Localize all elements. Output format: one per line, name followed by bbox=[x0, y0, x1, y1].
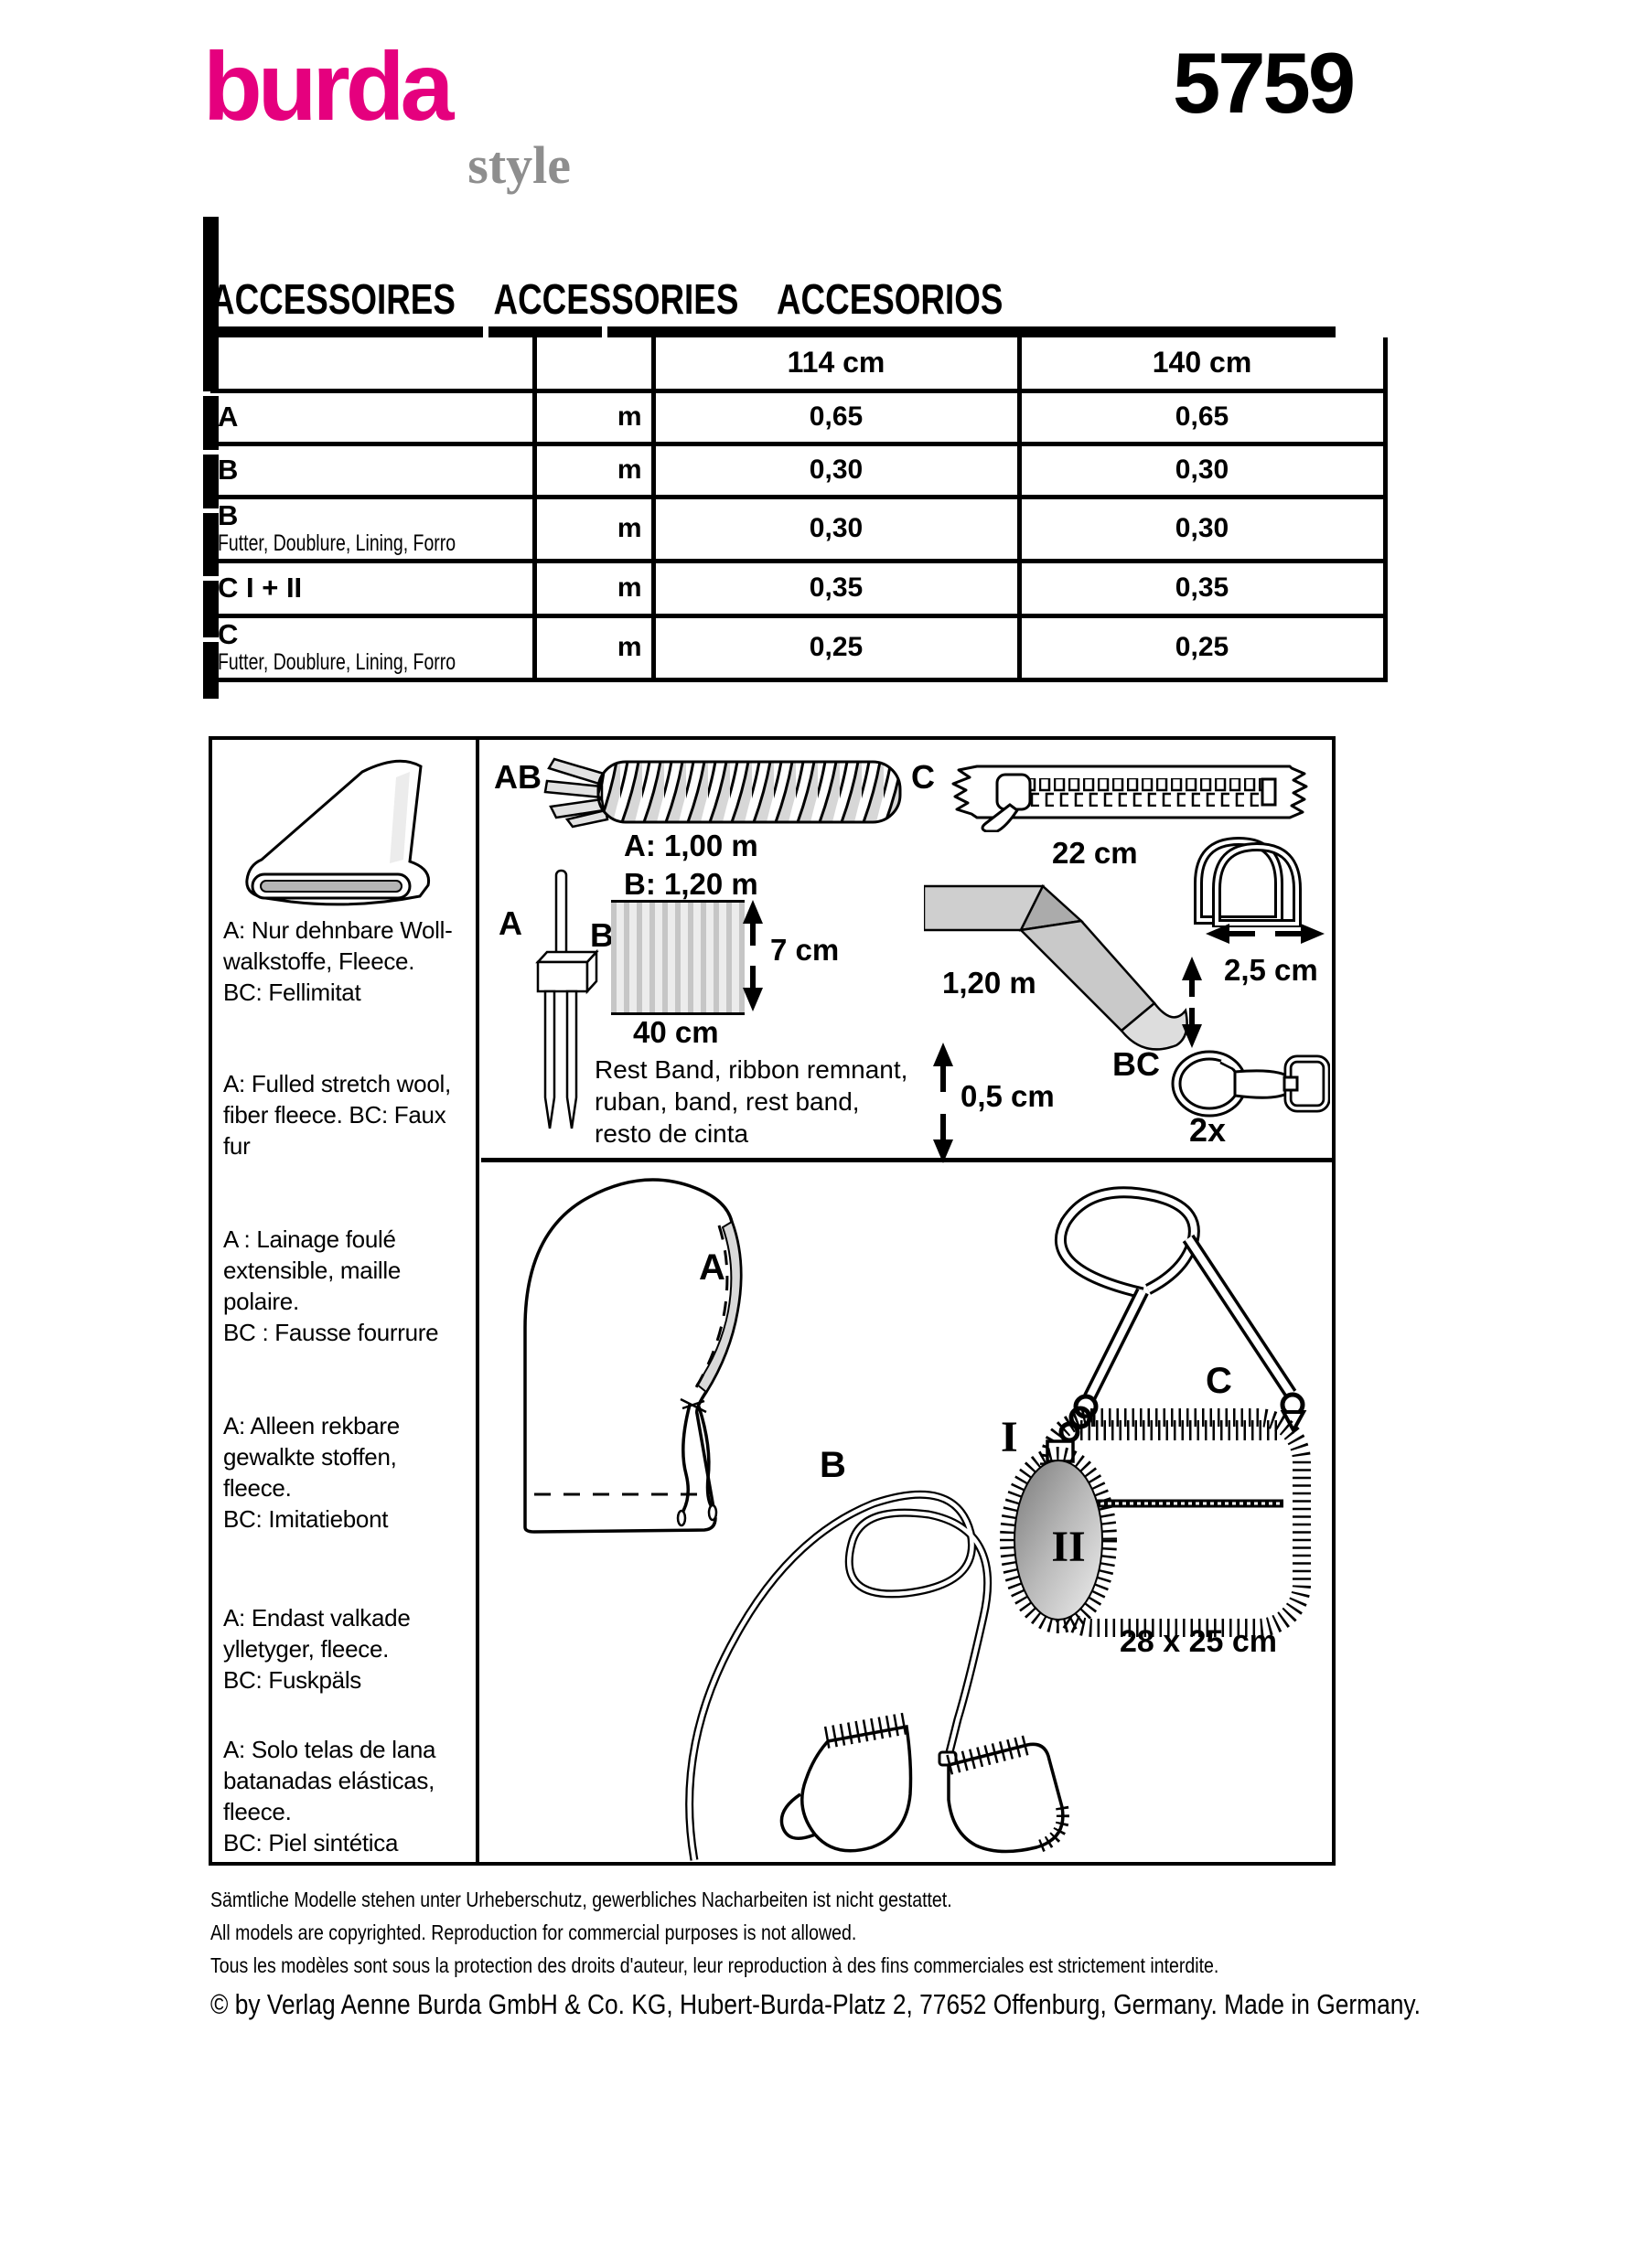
heading-word-de: ACCESSOIRES bbox=[210, 274, 456, 332]
diagram-panel-divider bbox=[481, 1158, 1334, 1162]
table-top-rule-gap bbox=[602, 326, 607, 337]
zipper-icon bbox=[951, 765, 1308, 832]
row-value-140: 0,35 bbox=[1016, 558, 1388, 618]
row-value-114: 0,25 bbox=[650, 613, 1022, 682]
fabric-note-nl: A: Alleen rekbare gewalkte stoffen, flee… bbox=[223, 1412, 400, 1533]
row-value-140: 0,30 bbox=[1016, 494, 1388, 563]
table-row: B m 0,30 0,30 bbox=[210, 441, 1388, 499]
bag-view-1-label: I bbox=[1001, 1413, 1018, 1461]
turning-needle-icon bbox=[535, 869, 599, 1129]
bag-view-label: C bbox=[1206, 1361, 1232, 1401]
table-row: C I + II m 0,35 0,35 bbox=[210, 558, 1388, 618]
band-note: Rest Band, ribbon remnant, ruban, band, … bbox=[595, 1055, 908, 1148]
cord-length-b: B: 1,20 m bbox=[624, 867, 758, 901]
copyright-note-fr: Tous les modèles sont sous la protection… bbox=[210, 1953, 1219, 1977]
copyright-note-en: All models are copyrighted. Reproduction… bbox=[210, 1920, 857, 1944]
row-unit: m bbox=[531, 494, 656, 563]
row-value-140: 0,30 bbox=[1016, 441, 1388, 499]
narrow-band-width: 0,5 cm bbox=[961, 1079, 1055, 1113]
section-heading: ACCESSOIRES ACCESSORIES ACCESORIOS bbox=[210, 274, 1041, 332]
hook-pointer-arrow-icon bbox=[1182, 957, 1202, 1048]
fabric-requirements-table: 114 cm 140 cm A m 0,65 0,65 B m 0,30 0,3… bbox=[210, 337, 1388, 682]
hood-view-label: A bbox=[699, 1247, 725, 1288]
row-label: B bbox=[218, 453, 239, 486]
hook-label: BC bbox=[1112, 1045, 1160, 1083]
fabric-note-fr: A : Lainage foulé extensible, maille pol… bbox=[223, 1225, 439, 1346]
twisted-cord-icon bbox=[543, 757, 902, 829]
row-label: C I + II bbox=[218, 571, 303, 604]
table-top-rule bbox=[210, 326, 1336, 337]
dring-width-arrow-icon bbox=[1206, 924, 1325, 944]
row-value-114: 0,35 bbox=[650, 558, 1022, 618]
row-value-140: 0,65 bbox=[1016, 388, 1388, 446]
table-row: A m 0,65 0,65 bbox=[210, 388, 1388, 446]
snap-hook-icon bbox=[1171, 1050, 1330, 1118]
dring-width: 2,5 cm bbox=[1224, 953, 1318, 987]
hood-drawing bbox=[523, 1178, 743, 1534]
row-value-140: 0,25 bbox=[1016, 613, 1388, 682]
row-label: B bbox=[218, 499, 239, 532]
ribbon-length: 1,20 m bbox=[942, 966, 1036, 1000]
row-label: C bbox=[218, 618, 239, 651]
row-unit: m bbox=[531, 441, 656, 499]
table-header-empty bbox=[210, 337, 537, 393]
ribbed-band-icon bbox=[611, 900, 745, 1015]
publisher-copyright: © by Verlag Aenne Burda GmbH & Co. KG, H… bbox=[210, 1988, 1421, 2020]
fabric-note-es: A: Solo telas de lana batanadas elástica… bbox=[223, 1736, 436, 1856]
row-unit: m bbox=[531, 388, 656, 446]
bag-view-2-label: II bbox=[1051, 1523, 1086, 1571]
band-height: 7 cm bbox=[770, 933, 840, 967]
table-header-114: 114 cm bbox=[650, 337, 1022, 393]
cord-label: AB bbox=[494, 758, 542, 796]
table-header-empty bbox=[531, 337, 656, 393]
row-sublabel: Futter, Doublure, Lining, Forro bbox=[218, 649, 456, 676]
zipper-label: C bbox=[911, 758, 935, 796]
mittens-view-label: B bbox=[820, 1445, 846, 1485]
table-header-140: 140 cm bbox=[1016, 337, 1388, 393]
hook-quantity: 2x bbox=[1189, 1111, 1227, 1149]
table-header-row: 114 cm 140 cm bbox=[210, 337, 1388, 393]
cord-length-a: A: 1,00 m bbox=[624, 829, 758, 862]
pattern-number: 5759 bbox=[1173, 35, 1356, 131]
band-width: 40 cm bbox=[633, 1015, 719, 1049]
burda-style-sublogo: style bbox=[467, 135, 571, 195]
d-rings-icon bbox=[1194, 836, 1302, 927]
mittens-drawing bbox=[685, 1490, 1069, 1861]
burda-logo: burda bbox=[203, 33, 454, 141]
folded-fabric-icon bbox=[245, 759, 431, 906]
bag-size: 28 x 25 cm bbox=[1119, 1624, 1278, 1659]
fabric-note-en: A: Fulled stretch wool, fiber fleece. BC… bbox=[223, 1070, 451, 1160]
row-sublabel: Futter, Doublure, Lining, Forro bbox=[218, 530, 456, 557]
row-unit: m bbox=[531, 558, 656, 618]
fabric-info-panel bbox=[209, 736, 479, 1866]
heading-word-es: ACCESORIOS bbox=[776, 274, 1003, 332]
needle-label: A bbox=[499, 904, 522, 942]
copyright-note-de: Sämtliche Modelle stehen unter Urhebersc… bbox=[210, 1888, 952, 1911]
row-label: A bbox=[218, 400, 239, 433]
height-arrow-icon bbox=[743, 900, 763, 1011]
table-top-rule-gap bbox=[483, 326, 488, 337]
fabric-note-sv: A: Endast valkade ylletyger, fleece. BC:… bbox=[223, 1604, 411, 1694]
bag-drawing bbox=[1000, 1186, 1311, 1637]
fabric-note-de: A: Nur dehnbare Woll- walkstoffe, Fleece… bbox=[223, 916, 453, 1006]
row-unit: m bbox=[531, 613, 656, 682]
heading-word-en: ACCESSORIES bbox=[493, 274, 739, 332]
narrow-band-arrow-icon bbox=[933, 1043, 953, 1163]
row-value-114: 0,30 bbox=[650, 494, 1022, 563]
row-value-114: 0,65 bbox=[650, 388, 1022, 446]
band-label: B bbox=[590, 916, 614, 954]
row-value-114: 0,30 bbox=[650, 441, 1022, 499]
zipper-length: 22 cm bbox=[1052, 836, 1138, 870]
